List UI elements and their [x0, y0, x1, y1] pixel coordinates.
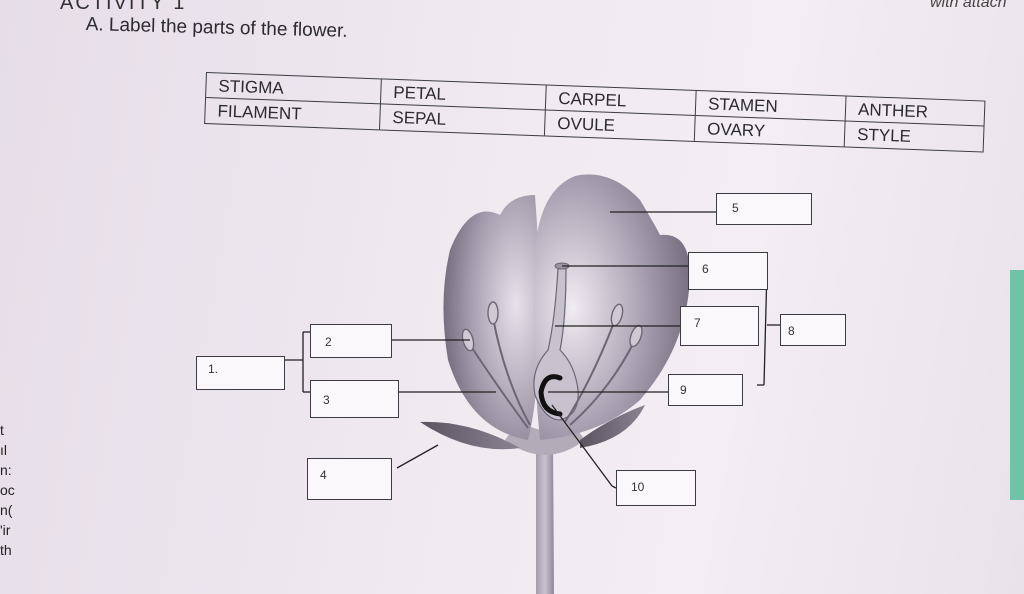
label-box-3[interactable]: [310, 380, 399, 418]
background-edge: [1010, 270, 1024, 500]
label-box-1[interactable]: [196, 356, 285, 390]
top-right-fragment: with attach: [930, 0, 1007, 11]
margin-fragment: ıl: [0, 442, 7, 458]
label-number-4: 4: [320, 468, 327, 482]
label-number-3: 3: [323, 393, 330, 407]
sepal-right-shape: [580, 405, 645, 448]
stamens: [469, 317, 636, 429]
label-box-4[interactable]: [307, 458, 392, 500]
leader-lines: [285, 211, 780, 489]
label-box-2[interactable]: [310, 324, 392, 358]
margin-fragment: n(: [0, 502, 13, 518]
margin-fragment: th: [0, 542, 12, 558]
margin-fragment: 'ir: [0, 522, 11, 538]
label-box-5[interactable]: [716, 193, 812, 225]
margin-fragment: oc: [0, 482, 15, 498]
label-number-8: 8: [788, 324, 795, 338]
label-number-6: 6: [702, 262, 709, 276]
margin-fragment: t: [0, 422, 4, 438]
label-number-7: 7: [694, 316, 701, 330]
label-number-9: 9: [680, 383, 687, 397]
label-number-10: 10: [631, 480, 645, 494]
label-box-9[interactable]: [668, 374, 743, 406]
label-box-10[interactable]: [616, 470, 696, 506]
label-number-1: 1.: [208, 362, 219, 376]
stem-shape: [536, 440, 554, 594]
margin-fragment: n:: [0, 462, 12, 478]
header-fragment: ACTIVITY 1: [60, 0, 187, 14]
label-box-7[interactable]: [680, 306, 759, 346]
label-box-6[interactable]: [688, 252, 768, 290]
sepal-left-shape: [420, 421, 520, 450]
label-box-8[interactable]: [780, 314, 846, 346]
label-number-2: 2: [325, 335, 332, 349]
label-number-5: 5: [732, 201, 739, 215]
ovule-shape: [538, 374, 563, 417]
